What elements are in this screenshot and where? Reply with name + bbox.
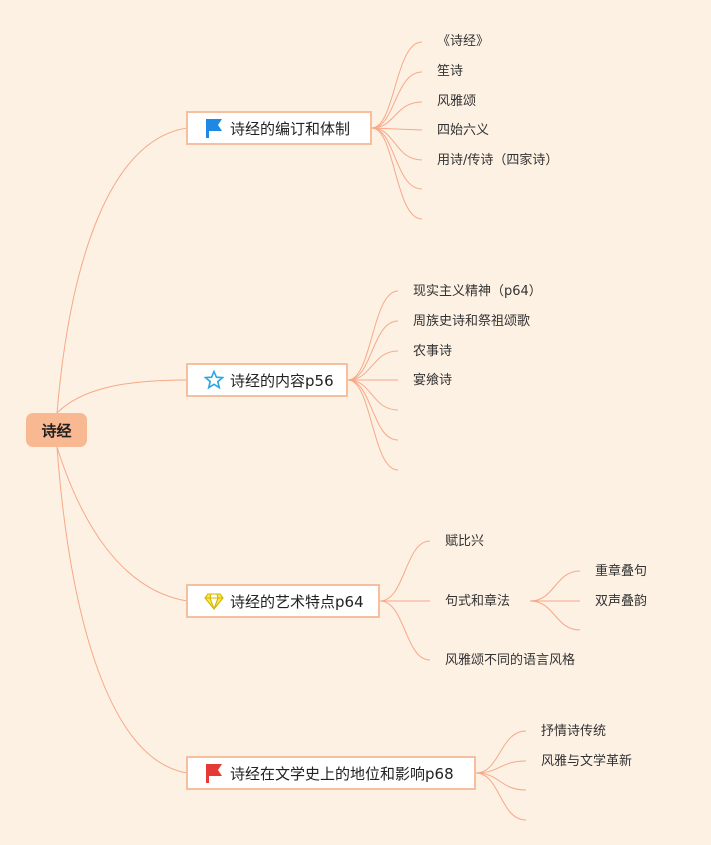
branch-node-2[interactable]: 诗经的内容p56	[186, 363, 348, 397]
leaf-node[interactable]: 风雅颂不同的语言风格	[445, 653, 576, 668]
connector-b3-sub1	[529, 570, 581, 602]
blue-flag-icon	[204, 117, 224, 139]
branch-label: 诗经的艺术特点p64	[230, 592, 364, 611]
leaf-node[interactable]: 赋比兴	[445, 534, 485, 549]
leaf-node[interactable]: 农事诗	[413, 344, 453, 359]
connector-b1-leaf5	[371, 127, 423, 161]
leaf-node[interactable]: 风雅与文学革新	[541, 754, 633, 769]
connector-b2-leaf1	[347, 290, 399, 381]
diamond-icon	[204, 590, 224, 612]
leaf-node[interactable]: 抒情诗传统	[541, 724, 607, 739]
leaf-node[interactable]: 笙诗	[437, 64, 464, 79]
branch-node-1[interactable]: 诗经的编订和体制	[186, 111, 372, 145]
connector-b4-leaf1	[475, 730, 527, 774]
connector-root-branch2	[56, 379, 188, 414]
branch-label: 诗经的编订和体制	[230, 119, 351, 138]
connector-b1-leaf4	[371, 127, 423, 131]
leaf-node[interactable]: 四始六义	[437, 123, 490, 138]
leaf-node[interactable]: 周族史诗和祭祖颂歌	[413, 314, 531, 329]
star-icon	[204, 369, 224, 391]
connector-b2-leaf2	[347, 320, 399, 381]
connector-b2-leaf7	[347, 379, 399, 471]
sub-leaf-node[interactable]: 重章叠句	[595, 564, 648, 579]
leaf-node[interactable]: 风雅颂	[437, 94, 477, 109]
connector-b3-leaf1	[379, 540, 431, 602]
leaf-node[interactable]: 《诗经》	[437, 34, 490, 49]
red-flag-icon	[204, 762, 224, 784]
connector-b3-leaf3	[379, 600, 431, 661]
connector-b1-leaf1	[371, 41, 423, 129]
connector-b2-leaf3	[347, 350, 399, 381]
root-node[interactable]: 诗经	[26, 413, 87, 447]
leaf-node[interactable]: 宴飨诗	[413, 373, 453, 388]
connector-b4-leaf2	[475, 760, 527, 774]
connector-root-branch1	[56, 127, 188, 414]
connector-b1-leaf7	[371, 127, 423, 220]
branch-label: 诗经的内容p56	[230, 371, 334, 390]
connector-b2-leaf6	[347, 379, 399, 441]
sub-leaf-node[interactable]: 双声叠韵	[595, 594, 648, 609]
leaf-node[interactable]: 现实主义精神（p64）	[413, 284, 542, 299]
connector-b1-leaf2	[371, 71, 423, 129]
connector-b4-leaf3	[475, 772, 527, 791]
connector-b1-leaf6	[371, 127, 423, 190]
branch-label: 诗经在文学史上的地位和影响p68	[230, 764, 454, 783]
leaf-node[interactable]: 句式和章法	[445, 594, 511, 609]
connector-b4-leaf4	[475, 772, 527, 821]
branch-node-3[interactable]: 诗经的艺术特点p64	[186, 584, 380, 618]
branch-node-4[interactable]: 诗经在文学史上的地位和影响p68	[186, 756, 476, 790]
connector-root-branch3	[56, 446, 188, 602]
connector-b2-leaf5	[347, 379, 399, 411]
connector-b1-leaf3	[371, 101, 423, 129]
connector-b3-sub3	[529, 600, 581, 631]
leaf-node[interactable]: 用诗/传诗（四家诗）	[437, 153, 559, 168]
connector-root-branch4	[56, 446, 188, 774]
